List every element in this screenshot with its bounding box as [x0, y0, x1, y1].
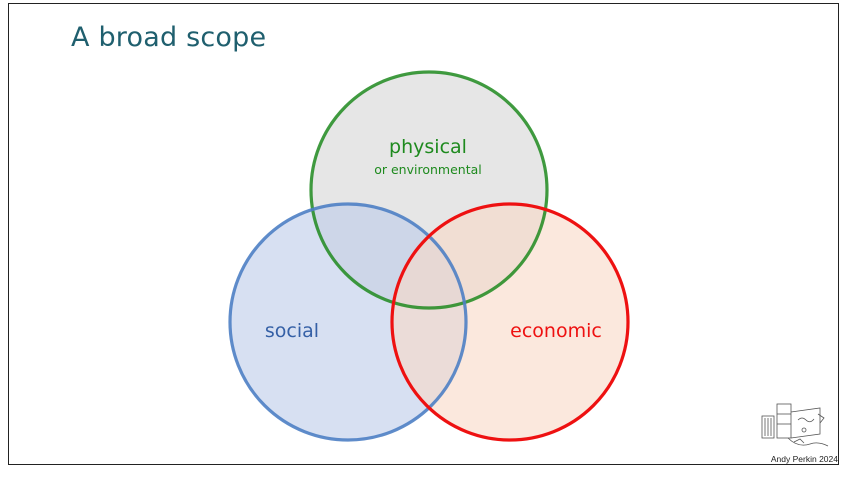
- slide-title: A broad scope: [71, 22, 267, 53]
- venn-diagram: physical or environmental social economi…: [228, 70, 630, 442]
- label-social: social: [265, 320, 319, 342]
- label-economic: economic: [510, 320, 602, 342]
- outline-economic: [390, 202, 630, 442]
- author-credit: Andy Perkin 2024: [770, 454, 838, 464]
- label-physical: physical: [389, 136, 467, 158]
- outline-physical: [309, 70, 549, 310]
- slide-frame: A broad scope physical or environmental …: [8, 3, 839, 465]
- sublabel-physical: or environmental: [374, 162, 482, 177]
- sketch-logo-icon: [761, 403, 829, 447]
- outline-social: [228, 202, 468, 442]
